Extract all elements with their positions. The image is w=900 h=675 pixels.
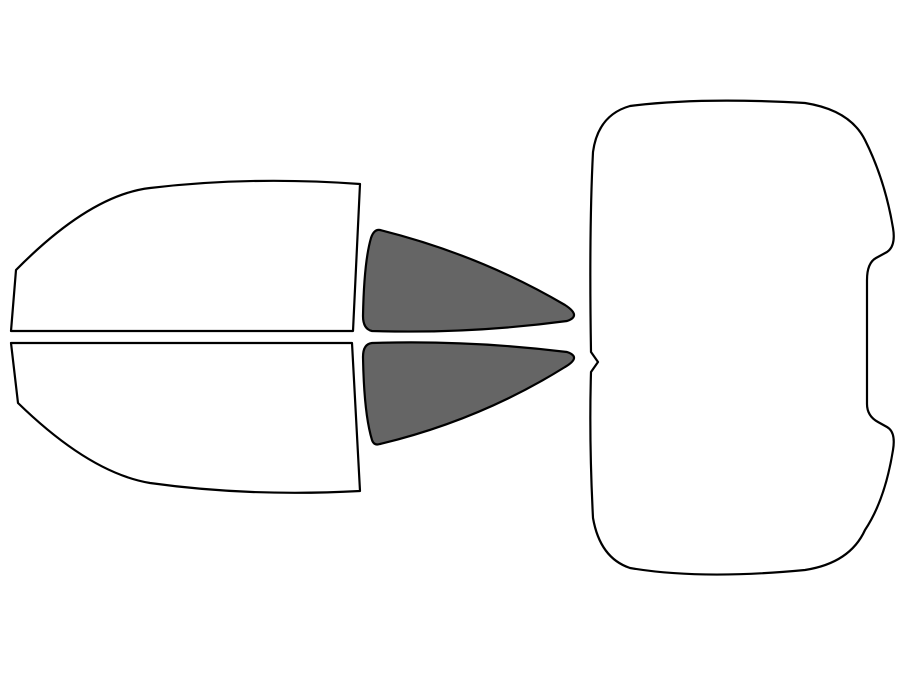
rear-quarter-window-left: [361, 228, 576, 333]
rear-windshield: [589, 99, 895, 576]
front-window-right: [9, 341, 362, 494]
front-window-left: [9, 179, 362, 333]
rear-quarter-window-right: [361, 341, 576, 446]
